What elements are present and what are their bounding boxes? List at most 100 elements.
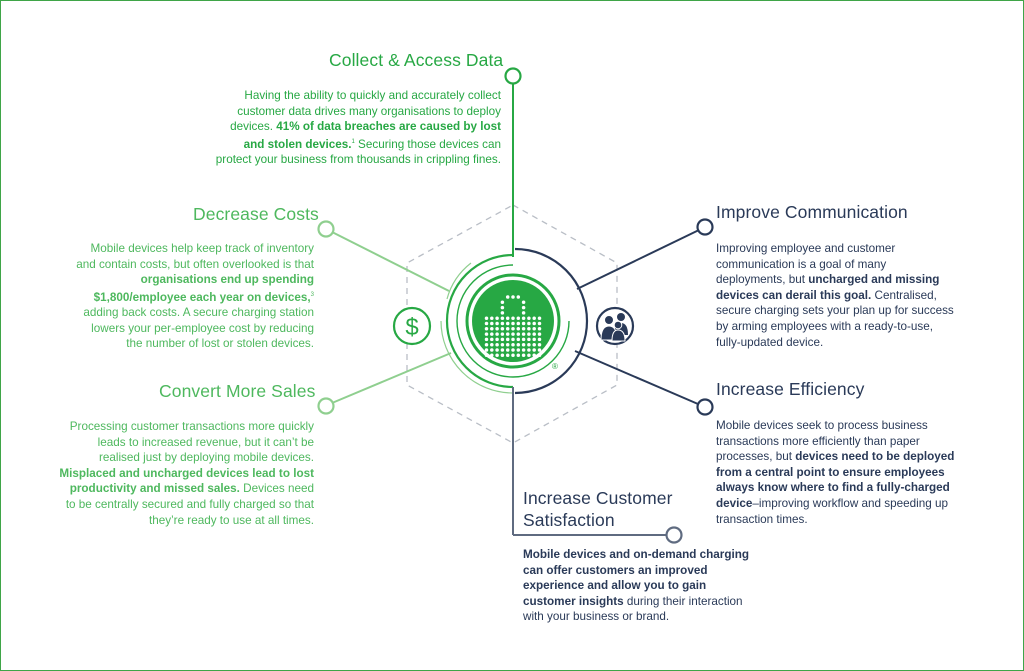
lock-dot bbox=[521, 321, 526, 326]
lock-dot bbox=[521, 332, 526, 336]
lock-dot bbox=[537, 342, 542, 347]
lock-dot bbox=[495, 332, 499, 336]
text-satisfaction: Mobile devices and on-demand charging ca… bbox=[523, 548, 749, 624]
lock-dot bbox=[516, 348, 521, 352]
lock-dot bbox=[505, 337, 510, 342]
text-efficiency: Mobile devices seek to process business … bbox=[716, 419, 955, 526]
lock-dot bbox=[500, 300, 505, 305]
title-satisfaction-line2: Satisfaction bbox=[523, 510, 615, 530]
lock-dot bbox=[516, 316, 521, 320]
people-group-icon bbox=[595, 306, 635, 346]
node-collect bbox=[504, 67, 522, 85]
center-disc bbox=[472, 280, 554, 362]
lock-dot bbox=[500, 342, 505, 347]
lock-dot bbox=[532, 316, 536, 320]
node-costs bbox=[317, 220, 335, 238]
lock-dot bbox=[490, 332, 494, 336]
lock-dot bbox=[500, 327, 505, 331]
title-satisfaction-line1: Increase Customer bbox=[523, 488, 673, 508]
text-collect: Having the ability to quickly and accura… bbox=[215, 89, 501, 167]
title-efficiency: Increase Efficiency bbox=[716, 379, 865, 399]
arc-green-inner bbox=[456, 264, 570, 378]
lock-dot bbox=[511, 348, 515, 352]
lock-dot bbox=[490, 321, 494, 326]
lock-dot bbox=[521, 300, 526, 305]
title-collect: Collect & Access Data bbox=[329, 50, 504, 70]
lock-dot bbox=[521, 305, 526, 310]
lock-dot bbox=[516, 321, 521, 326]
lock-dot bbox=[521, 316, 526, 320]
lock-dot bbox=[495, 353, 499, 358]
lock-dot bbox=[505, 348, 510, 352]
lock-dot bbox=[516, 327, 521, 331]
lock-dot bbox=[532, 353, 536, 358]
lock-dot bbox=[484, 342, 489, 347]
lock-dot bbox=[511, 353, 515, 358]
lock-dot bbox=[516, 353, 521, 358]
lock-dot bbox=[537, 337, 542, 342]
lock-dot bbox=[521, 348, 526, 352]
lock-dot bbox=[484, 353, 489, 358]
lock-dot bbox=[532, 337, 536, 342]
lock-dot bbox=[511, 342, 515, 347]
lock-dot bbox=[532, 348, 536, 352]
lock-dot bbox=[521, 327, 526, 331]
lock-dot bbox=[490, 342, 494, 347]
lock-dot bbox=[505, 332, 510, 336]
arc-green-outer bbox=[445, 253, 514, 389]
lock-dot bbox=[532, 342, 536, 347]
text-sales: Processing customer transactions more qu… bbox=[59, 420, 314, 527]
lock-dot bbox=[484, 321, 489, 326]
lock-dot bbox=[500, 311, 505, 315]
lock-dot bbox=[490, 327, 494, 331]
lock-dot bbox=[527, 327, 531, 331]
lock-dot bbox=[527, 353, 531, 358]
arc-light-a bbox=[440, 320, 514, 394]
line-sales bbox=[331, 352, 452, 404]
lock-dot bbox=[537, 353, 542, 358]
lock-dot bbox=[511, 332, 515, 336]
lock-dot bbox=[500, 348, 505, 352]
node-sales bbox=[317, 397, 335, 415]
lock-dot bbox=[484, 337, 489, 342]
line-efficiency bbox=[574, 350, 699, 405]
lock-dot bbox=[495, 337, 499, 342]
lock-dot bbox=[500, 316, 505, 320]
line-costs bbox=[331, 231, 450, 292]
lock-dot bbox=[521, 342, 526, 347]
lock-dot bbox=[500, 332, 505, 336]
lock-dot bbox=[490, 353, 494, 358]
dollar-symbol: $ bbox=[405, 314, 418, 341]
lock-dot bbox=[500, 337, 505, 342]
lock-dot bbox=[511, 295, 515, 299]
lock-dot bbox=[495, 316, 499, 320]
lock-dot bbox=[505, 327, 510, 331]
lock-dot bbox=[505, 353, 510, 358]
lock-dot bbox=[527, 332, 531, 336]
lock-dot bbox=[500, 353, 505, 358]
lock-dot bbox=[532, 332, 536, 336]
lock-dot bbox=[484, 348, 489, 352]
lock-dot bbox=[495, 342, 499, 347]
node-satisfaction bbox=[665, 526, 683, 544]
lock-dot bbox=[505, 295, 510, 299]
lock-dot bbox=[495, 321, 499, 326]
title-costs: Decrease Costs bbox=[193, 204, 319, 224]
lock-dot bbox=[537, 327, 542, 331]
lock-dot bbox=[537, 316, 542, 320]
dotted-lock-icon bbox=[484, 295, 542, 358]
lock-dot bbox=[490, 316, 494, 320]
node-efficiency bbox=[696, 398, 714, 416]
lock-dot bbox=[521, 353, 526, 358]
line-communication bbox=[576, 229, 700, 290]
lock-dot bbox=[521, 337, 526, 342]
lock-dot bbox=[527, 321, 531, 326]
lock-dot bbox=[537, 321, 542, 326]
lock-dot bbox=[511, 316, 515, 320]
title-sales: Convert More Sales bbox=[159, 381, 316, 401]
lock-dot bbox=[516, 337, 521, 342]
arc-light-b bbox=[446, 262, 472, 300]
text-communication: Improving employee and customer communic… bbox=[716, 242, 954, 349]
arc-dark bbox=[514, 247, 589, 395]
